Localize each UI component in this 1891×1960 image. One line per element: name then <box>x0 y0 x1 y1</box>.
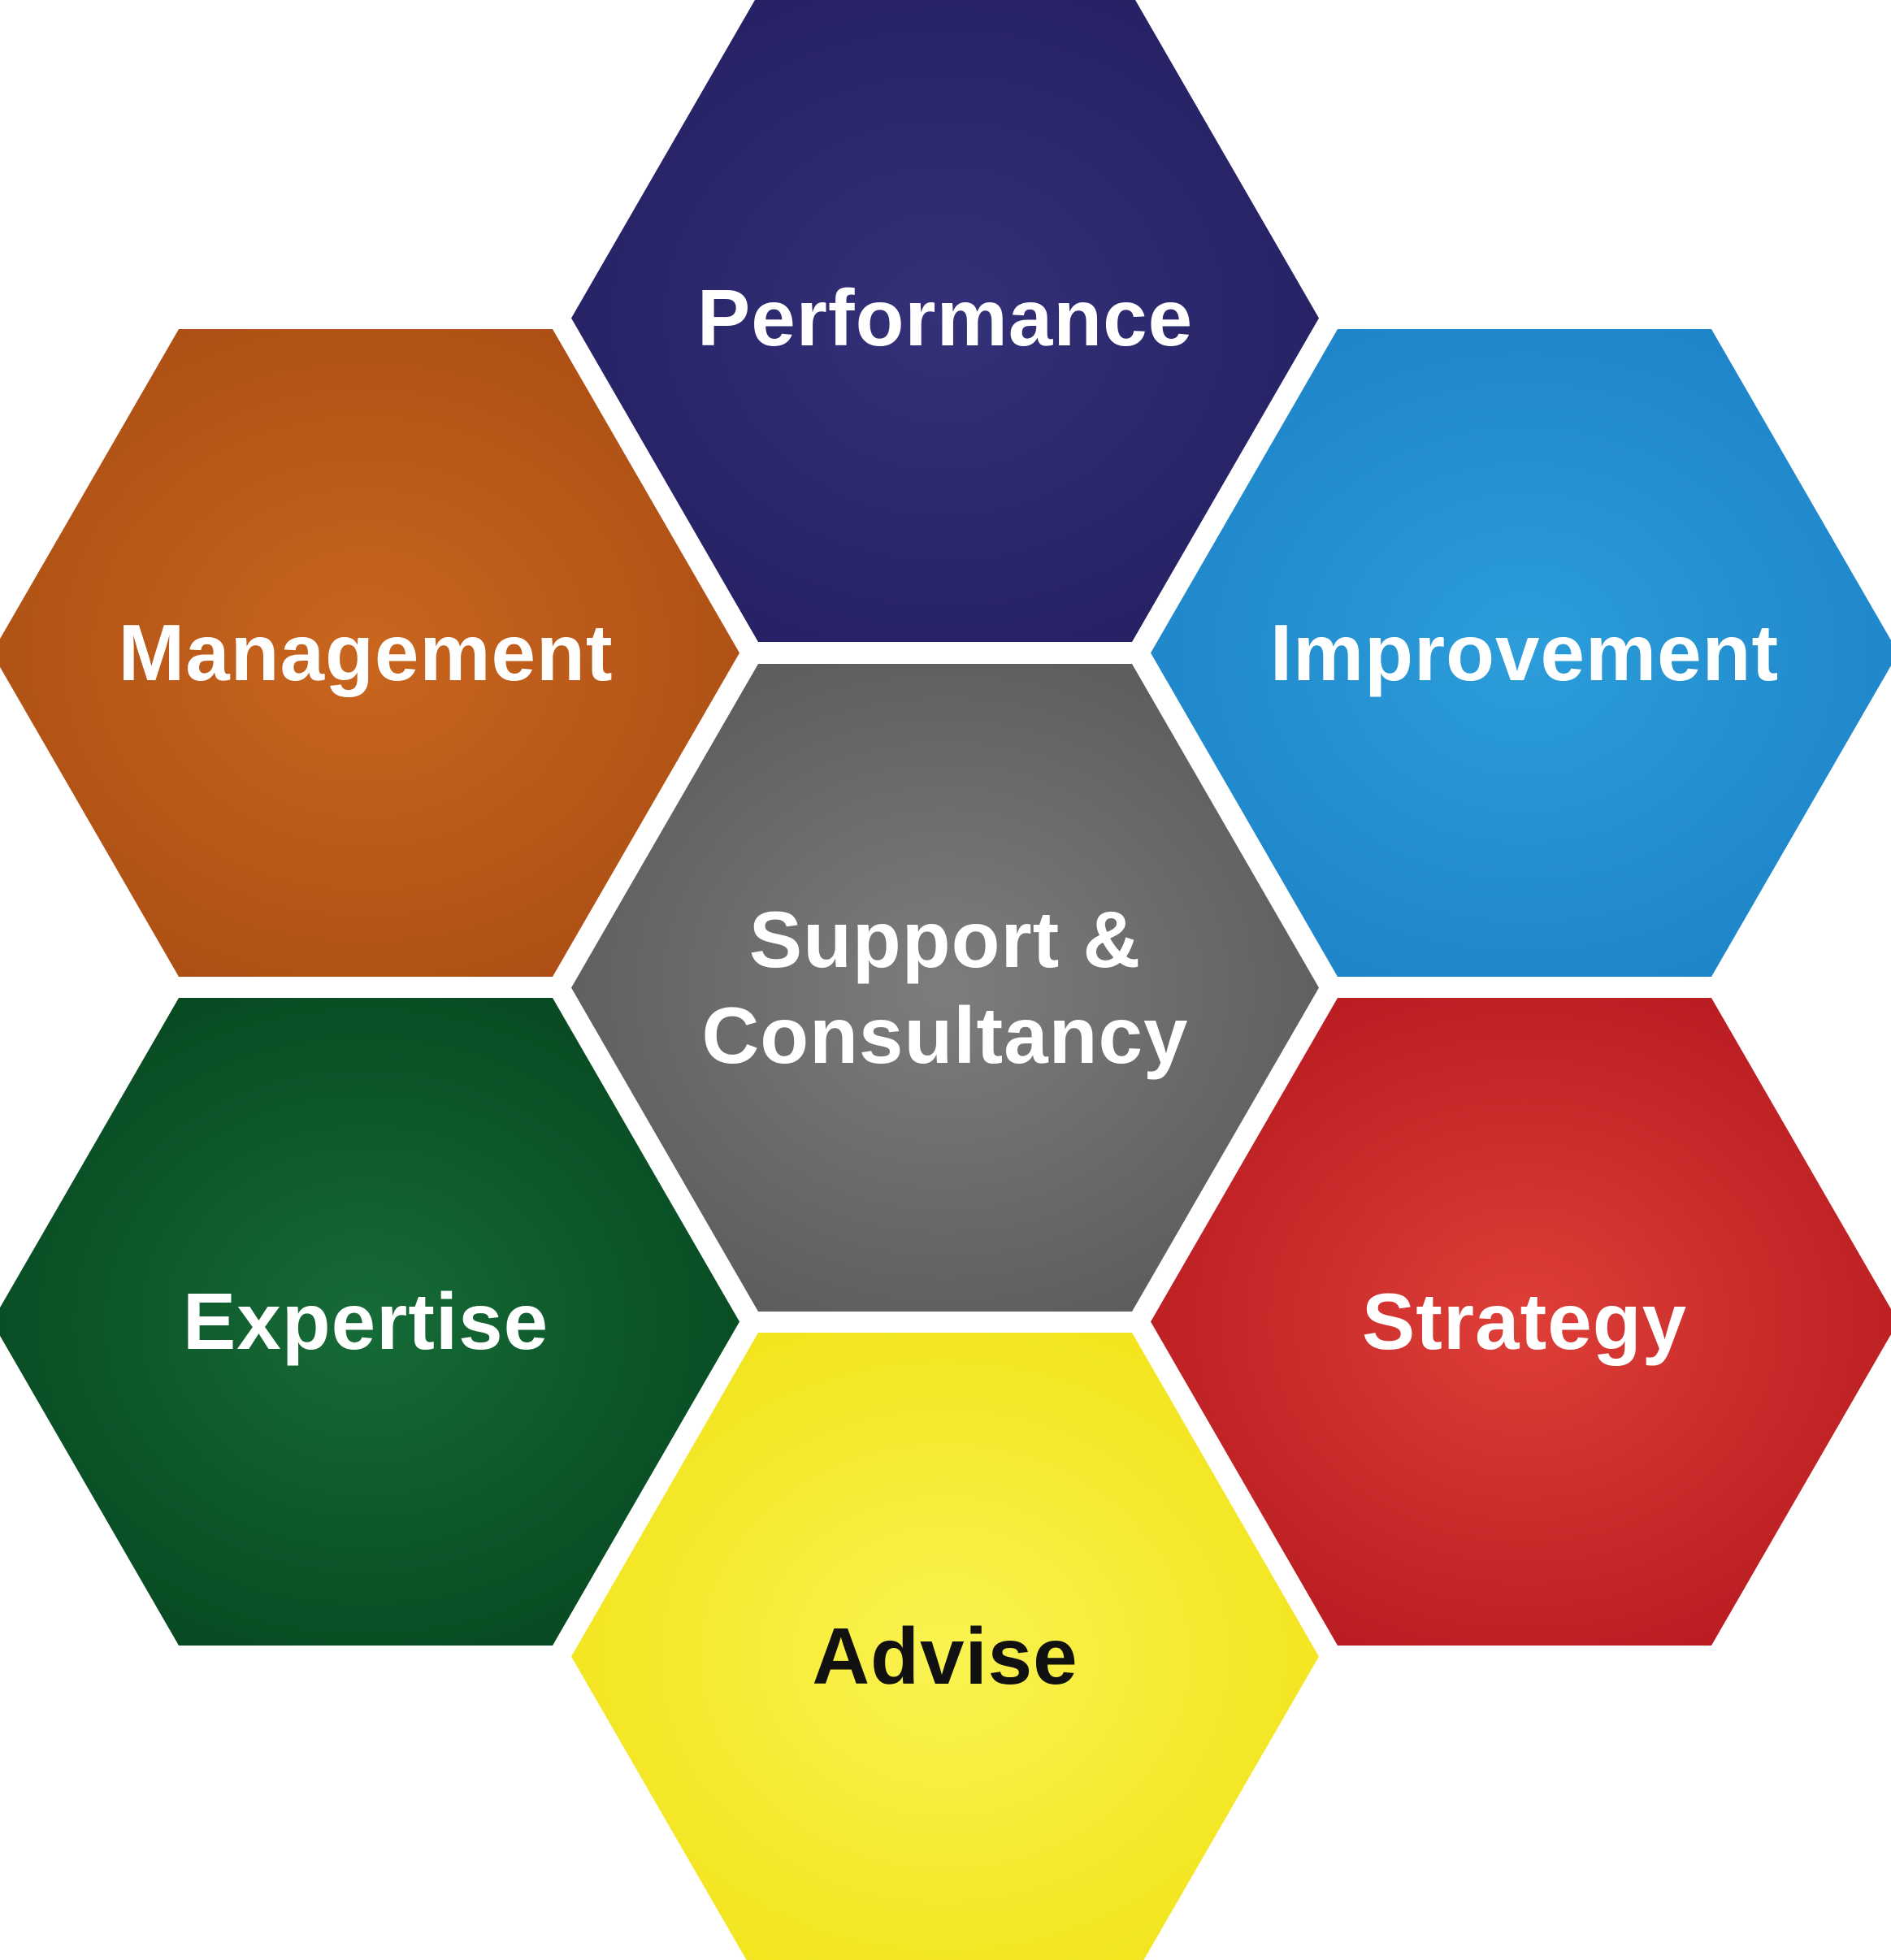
hexagon-improvement: Improvement <box>1151 329 1891 977</box>
hexagon-strategy-label: Strategy <box>1361 1276 1688 1366</box>
hexagon-improvement-label: Improvement <box>1269 607 1780 697</box>
hexagon-management-label: Management <box>118 607 614 697</box>
hexagon-expertise: Expertise <box>0 998 739 1646</box>
hexagon-support-consultancy-label: Support &Consultancy <box>701 894 1189 1080</box>
hexagon-support-consultancy: Support &Consultancy <box>571 664 1319 1312</box>
hexagon-performance-label: Performance <box>696 272 1194 362</box>
hexagon-performance: Performance <box>571 0 1319 642</box>
hexagon-advise: Advise <box>571 1333 1319 1960</box>
hexagon-advise-label: Advise <box>812 1611 1078 1701</box>
hexagon-expertise-label: Expertise <box>182 1276 549 1366</box>
hexagon-management: Management <box>0 329 739 977</box>
hexagon-strategy: Strategy <box>1151 998 1891 1646</box>
